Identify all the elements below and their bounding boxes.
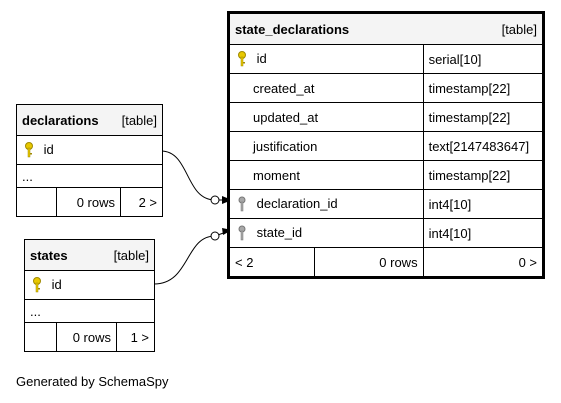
parents-link[interactable]: < 2: [227, 247, 316, 278]
column-row[interactable]: id serial[10]: [228, 44, 545, 74]
primary-key-icon: [33, 277, 41, 293]
column-row[interactable]: id: [24, 270, 155, 300]
column-row[interactable]: state_id int4[10]: [228, 218, 545, 248]
column-row[interactable]: updated_at timestamp[22]: [228, 102, 545, 132]
column-name: moment: [253, 167, 300, 183]
column-row[interactable]: justification text[2147483647]: [228, 131, 545, 161]
edge-end-circle: [210, 195, 220, 205]
column-type: int4[10]: [422, 189, 545, 219]
column-row[interactable]: created_at timestamp[22]: [228, 73, 545, 103]
column-type: timestamp[22]: [422, 160, 545, 190]
table-name: declarations: [22, 112, 99, 128]
column-row[interactable]: id: [15, 135, 164, 165]
primary-key-icon: [25, 142, 33, 158]
column-type: int4[10]: [422, 218, 545, 248]
primary-key-icon: [238, 51, 246, 67]
column-name: updated_at: [253, 109, 319, 125]
row-count: 0 rows: [56, 322, 117, 352]
ellipsis: ...: [15, 164, 164, 188]
table-header: state_declarations [table]: [228, 12, 544, 45]
foreign-key-icon: [238, 196, 246, 212]
column-name: created_at: [253, 80, 315, 96]
column-name: justification: [253, 138, 318, 154]
column-type: timestamp[22]: [422, 73, 545, 103]
column-row[interactable]: moment timestamp[22]: [228, 160, 545, 190]
foreign-key-icon: [238, 225, 246, 241]
more-columns-row: ...: [24, 299, 155, 323]
table-name: state_declarations: [235, 21, 350, 37]
row-count: 0 rows: [56, 187, 121, 217]
column-row[interactable]: declaration_id int4[10]: [228, 189, 545, 219]
table-kind: [table]: [113, 247, 149, 263]
ellipsis: ...: [24, 299, 155, 323]
column-type: serial[10]: [422, 44, 545, 74]
column-name: id: [256, 50, 267, 66]
column-name: id: [43, 141, 54, 157]
parents-cell: [16, 187, 57, 217]
column-name: declaration_id: [256, 195, 338, 211]
children-link[interactable]: 1 >: [116, 322, 155, 352]
column-name: state_id: [256, 224, 303, 240]
declarations-table[interactable]: declarations [table] id ... 0 rows 2 >: [15, 104, 164, 217]
states-table[interactable]: states [table] id ... 0 rows 1 >: [24, 239, 155, 352]
edge-end-circle: [210, 231, 220, 241]
table-footer: < 2 0 rows 0 >: [227, 247, 545, 278]
table-kind: [table]: [501, 21, 537, 37]
edge-states-to-state-declarations: [153, 229, 233, 285]
edge-declarations-to-state-declarations: [160, 150, 232, 201]
column-type: text[2147483647]: [422, 131, 545, 161]
table-header: declarations [table]: [15, 104, 164, 136]
table-header: states [table]: [24, 239, 155, 271]
state-declarations-table[interactable]: state_declarations [table] id serial[10]…: [227, 11, 545, 279]
table-kind: [table]: [121, 112, 158, 128]
more-columns-row: ...: [15, 164, 164, 188]
children-link[interactable]: 0 >: [422, 247, 545, 278]
table-footer: 0 rows 1 >: [24, 322, 155, 352]
generated-by-caption: Generated by SchemaSpy: [16, 374, 169, 389]
column-type: timestamp[22]: [422, 102, 545, 132]
row-count: 0 rows: [314, 247, 424, 278]
table-footer: 0 rows 2 >: [16, 187, 164, 217]
children-link[interactable]: 2 >: [119, 187, 164, 217]
table-name: states: [30, 247, 68, 263]
column-name: id: [51, 276, 62, 292]
parents-cell: [24, 322, 57, 352]
